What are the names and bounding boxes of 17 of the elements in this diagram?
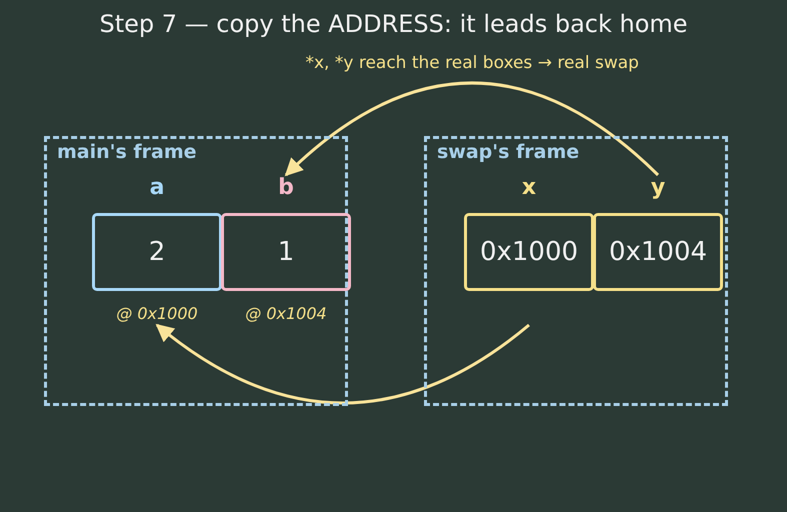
frame-title: swap's frame xyxy=(437,141,580,163)
address-label: @ 0x1000 xyxy=(115,303,199,325)
variable-name: a xyxy=(148,175,166,201)
curved-arrow xyxy=(284,82,659,176)
title: Step 7 — copy the ADDRESS: it leads back home xyxy=(98,10,689,38)
memory-cell: 1 xyxy=(221,213,351,291)
frame-box xyxy=(424,136,728,406)
memory-cell: 0x1004 xyxy=(593,213,723,291)
memory-cell: 0x1000 xyxy=(464,213,594,291)
variable-name: y xyxy=(650,175,666,201)
frame-title: main's frame xyxy=(57,141,197,163)
address-label: @ 0x1004 xyxy=(244,303,328,325)
frame-box xyxy=(44,136,348,406)
variable-name: x xyxy=(520,175,538,201)
memory-cell: 2 xyxy=(92,213,222,291)
variable-name: b xyxy=(277,175,295,201)
curved-arrow xyxy=(156,324,530,404)
